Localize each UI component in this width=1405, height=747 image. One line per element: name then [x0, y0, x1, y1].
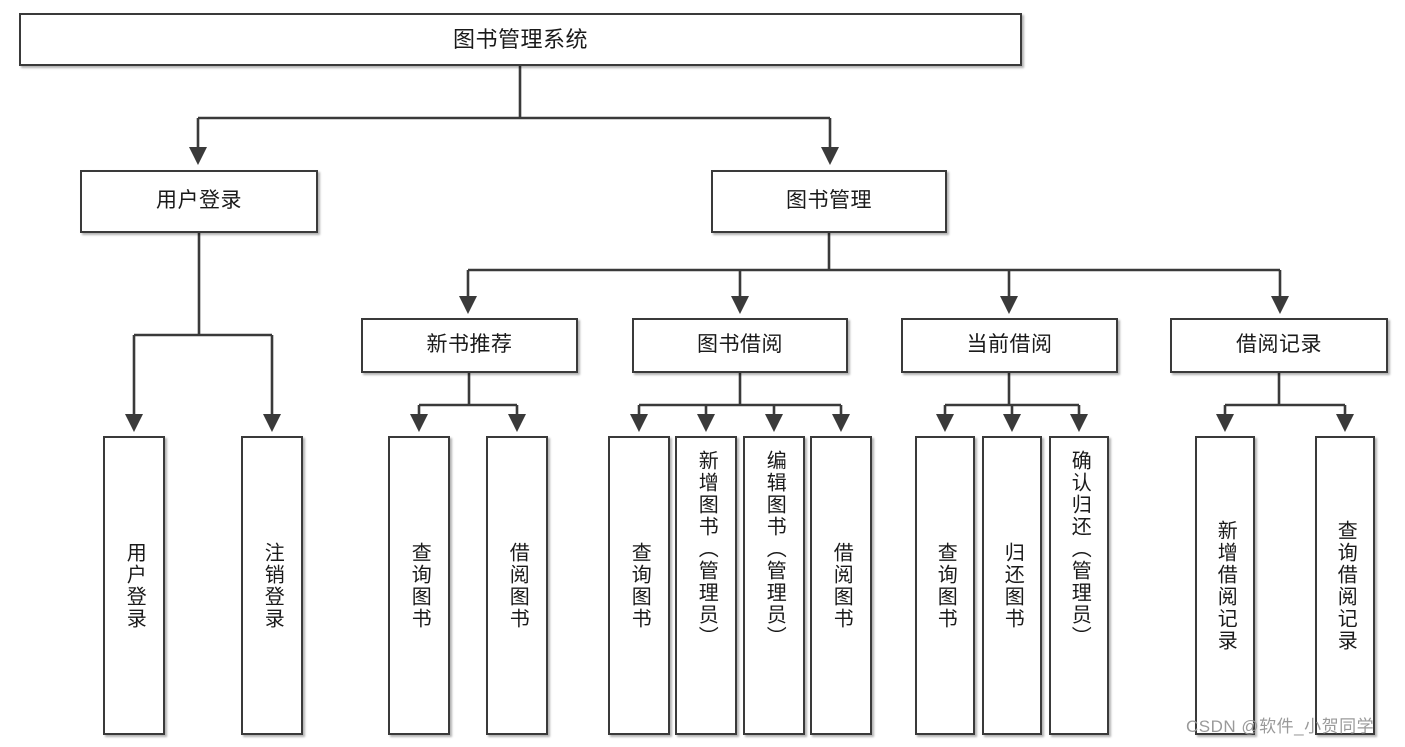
node-book-management[interactable]: 图书管理: [711, 170, 947, 233]
leaf-add-borrow-record[interactable]: 新增借阅记录: [1195, 436, 1255, 735]
node-label: 编辑图书（管理员）: [763, 450, 786, 648]
node-book-borrow[interactable]: 图书借阅: [632, 318, 848, 373]
leaf-query-book-current[interactable]: 查询图书: [915, 436, 975, 735]
leaf-query-borrow-record[interactable]: 查询借阅记录: [1315, 436, 1375, 735]
node-new-book-recommend[interactable]: 新书推荐: [361, 318, 578, 373]
node-label: 用户登录: [156, 189, 242, 213]
leaf-edit-book-admin[interactable]: 编辑图书（管理员）: [743, 436, 805, 735]
node-label: 确认归还（管理员）: [1068, 450, 1091, 648]
leaf-query-book-borrow[interactable]: 查询图书: [608, 436, 670, 735]
leaf-add-book-admin[interactable]: 新增图书（管理员）: [675, 436, 737, 735]
node-label: 新增图书（管理员）: [695, 450, 718, 648]
node-label: 图书借阅: [697, 333, 783, 357]
leaf-confirm-return-admin[interactable]: 确认归还（管理员）: [1049, 436, 1109, 735]
node-label: 查询图书: [408, 541, 431, 630]
node-label: 借阅图书: [830, 541, 853, 630]
node-label: 用户登录: [123, 541, 146, 630]
node-label: 注销登录: [261, 541, 284, 630]
node-label: 借阅图书: [506, 541, 529, 630]
node-label: 查询图书: [934, 541, 957, 630]
node-label: 图书管理系统: [452, 26, 588, 52]
leaf-return-book[interactable]: 归还图书: [982, 436, 1042, 735]
node-label: 图书管理: [786, 189, 872, 213]
node-borrow-record[interactable]: 借阅记录: [1170, 318, 1388, 373]
leaf-borrow-book-borrow[interactable]: 借阅图书: [810, 436, 872, 735]
node-root-book-management-system[interactable]: 图书管理系统: [19, 13, 1022, 66]
node-label: 借阅记录: [1236, 333, 1322, 357]
leaf-borrow-book-recommend[interactable]: 借阅图书: [486, 436, 548, 735]
leaf-query-book-recommend[interactable]: 查询图书: [388, 436, 450, 735]
leaf-logout[interactable]: 注销登录: [241, 436, 303, 735]
node-label: 归还图书: [1001, 541, 1024, 630]
node-label: 当前借阅: [966, 333, 1053, 357]
node-label: 新增借阅记录: [1214, 519, 1237, 652]
node-current-borrow[interactable]: 当前借阅: [901, 318, 1118, 373]
node-user-login[interactable]: 用户登录: [80, 170, 318, 233]
node-label: 查询图书: [628, 541, 651, 630]
leaf-user-login[interactable]: 用户登录: [103, 436, 165, 735]
node-label: 查询借阅记录: [1334, 519, 1357, 652]
node-label: 新书推荐: [426, 333, 513, 357]
